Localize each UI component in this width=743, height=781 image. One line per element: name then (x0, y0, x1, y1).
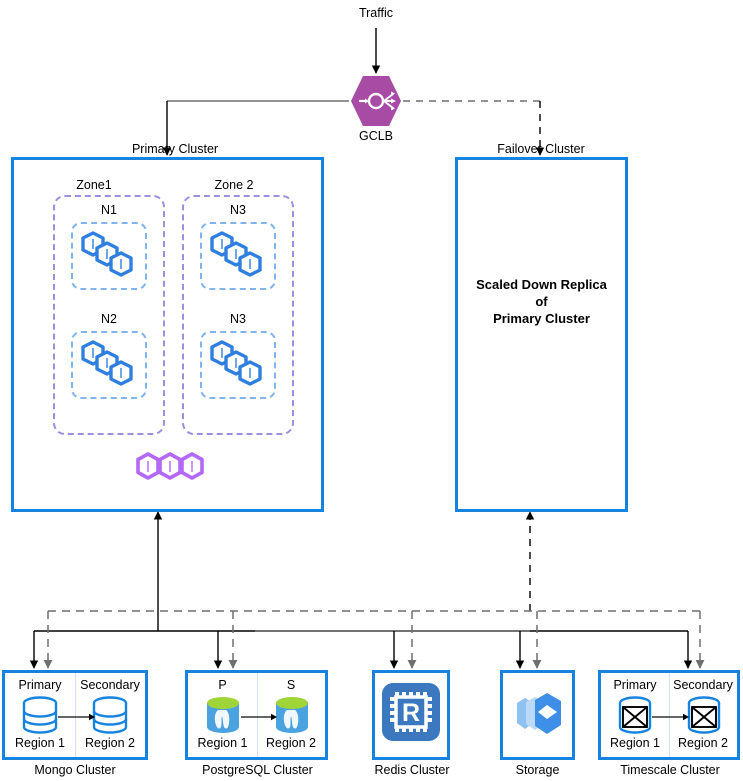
postgres-secondary-region: Region 2 (265, 736, 317, 750)
redis-cluster-box[interactable]: R (372, 670, 450, 760)
mongo-cluster-caption: Mongo Cluster (34, 763, 116, 777)
postgres-db-icon (207, 697, 308, 733)
pods-icon (81, 231, 133, 277)
pods-icon (210, 231, 262, 277)
region-divider (669, 673, 670, 757)
load-balancer-icon (351, 76, 401, 126)
node-n3-a-box (200, 222, 276, 290)
pods-purple-icon (136, 452, 204, 480)
timescale-primary-role: Primary (613, 678, 657, 692)
cloud-storage-icon (517, 693, 561, 734)
zone-2-label: Zone 2 (214, 178, 254, 192)
storage-box[interactable] (500, 670, 575, 760)
failover-body-line-2: of (535, 294, 548, 309)
node-n3-a-label: N3 (230, 203, 246, 217)
primary-cluster-box[interactable]: Zone1 N1 N2 (11, 157, 324, 512)
svg-text:R: R (402, 699, 420, 727)
mongo-primary-region: Region 1 (14, 736, 66, 750)
mongo-secondary-role: Secondary (80, 678, 140, 692)
failover-body-line-3: Primary Cluster (493, 311, 590, 326)
timescale-cluster-caption: Timescale Cluster (620, 763, 720, 777)
primary-cluster-label: Primary Cluster (131, 142, 219, 156)
postgres-primary-role: P (218, 678, 227, 692)
timescale-secondary-region: Region 2 (677, 736, 729, 750)
postgres-secondary-role: S (286, 678, 296, 692)
node-n1-label: N1 (101, 203, 117, 217)
mongo-cluster-box[interactable]: Primary Secondary Region 1 Region 2 (2, 670, 148, 760)
mongo-db-icon (22, 696, 128, 734)
timescale-primary-region: Region 1 (609, 736, 661, 750)
postgresql-cluster-caption: PostgreSQL Cluster (202, 763, 313, 777)
node-n2-label: N2 (101, 312, 117, 326)
node-n1-box (71, 222, 147, 290)
zone-1-box (53, 195, 165, 435)
timescale-cluster-box[interactable]: Primary Secondary Region 1 Region 2 (598, 670, 740, 760)
timescale-secondary-role: Secondary (673, 678, 733, 692)
redis-icon: R (382, 683, 440, 741)
failover-cluster-box[interactable]: Scaled Down Replica of Primary Cluster (455, 157, 628, 512)
pods-icon (81, 340, 133, 386)
failover-cluster-label: Failover Cluster (497, 142, 585, 156)
timescale-db-icon (618, 696, 721, 734)
traffic-label: Traffic (358, 6, 394, 20)
region-divider (75, 673, 76, 757)
postgres-primary-region: Region 1 (197, 736, 248, 750)
node-n3-b-label: N3 (230, 312, 246, 326)
redis-cluster-caption: Redis Cluster (374, 763, 450, 777)
region-divider (257, 673, 258, 757)
postgresql-cluster-box[interactable]: P S Region 1 Region 2 (185, 670, 328, 760)
node-n3-b-box (200, 331, 276, 399)
mongo-secondary-region: Region 2 (84, 736, 136, 750)
zone-2-box (182, 195, 294, 435)
gclb-node[interactable] (350, 75, 402, 127)
gclb-label: GCLB (358, 129, 394, 143)
pods-icon (210, 340, 262, 386)
storage-caption: Storage (515, 763, 560, 777)
zone-1-label: Zone1 (76, 178, 112, 192)
mongo-primary-role: Primary (18, 678, 62, 692)
node-n2-box (71, 331, 147, 399)
failover-body-line-1: Scaled Down Replica (476, 277, 607, 292)
